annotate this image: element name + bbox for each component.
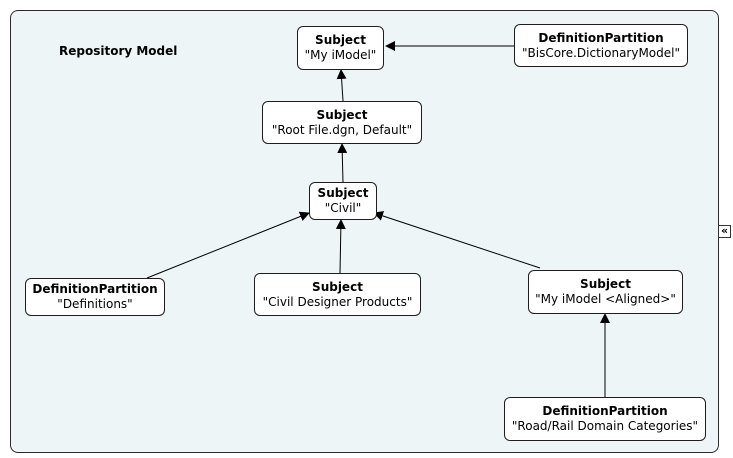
double-chevron-left-icon[interactable]: « (718, 225, 731, 238)
node-label: "Road/Rail Domain Categories" (511, 419, 699, 433)
node-my-imodel[interactable]: Subject "My iModel" (297, 26, 384, 70)
repository-model-frame (10, 10, 719, 453)
node-kind: Subject (315, 33, 366, 47)
node-label: "My iModel <Aligned>" (535, 292, 676, 306)
node-kind: DefinitionPartition (32, 282, 158, 296)
node-kind: Subject (316, 107, 368, 122)
node-kind: DefinitionPartition (542, 404, 668, 418)
node-label: "Root File.dgn, Default" (271, 122, 413, 137)
node-dictionary[interactable]: DefinitionPartition "BisCore.DictionaryM… (514, 24, 688, 67)
node-road-rail[interactable]: DefinitionPartition "Road/Rail Domain Ca… (504, 397, 706, 441)
edge-definitions-to-civil (146, 211, 310, 279)
edge-root-file-to-my-imodel (336, 69, 347, 102)
node-label: "Civil Designer Products" (262, 294, 413, 309)
node-label: "My iModel" (304, 48, 377, 62)
edge-aligned-to-civil (373, 211, 541, 269)
edge-civil-designer-to-civil (335, 219, 346, 274)
node-root-file[interactable]: Subject "Root File.dgn, Default" (262, 101, 422, 144)
edge-civil-to-root-file (337, 143, 348, 183)
node-aligned[interactable]: Subject "My iModel <Aligned>" (528, 270, 683, 314)
node-civil[interactable]: Subject "Civil" (309, 182, 377, 220)
node-label: "Civil" (324, 201, 362, 215)
node-label: "BisCore.DictionaryModel" (521, 45, 681, 60)
node-kind: Subject (312, 279, 363, 294)
node-label: "Definitions" (57, 297, 133, 311)
diagram-title: Repository Model (59, 44, 178, 58)
node-kind: Subject (580, 277, 631, 291)
node-kind: Subject (317, 186, 369, 200)
node-definitions[interactable]: DefinitionPartition "Definitions" (25, 278, 165, 316)
node-civil-designer[interactable]: Subject "Civil Designer Products" (254, 273, 421, 316)
node-kind: DefinitionPartition (538, 30, 664, 45)
